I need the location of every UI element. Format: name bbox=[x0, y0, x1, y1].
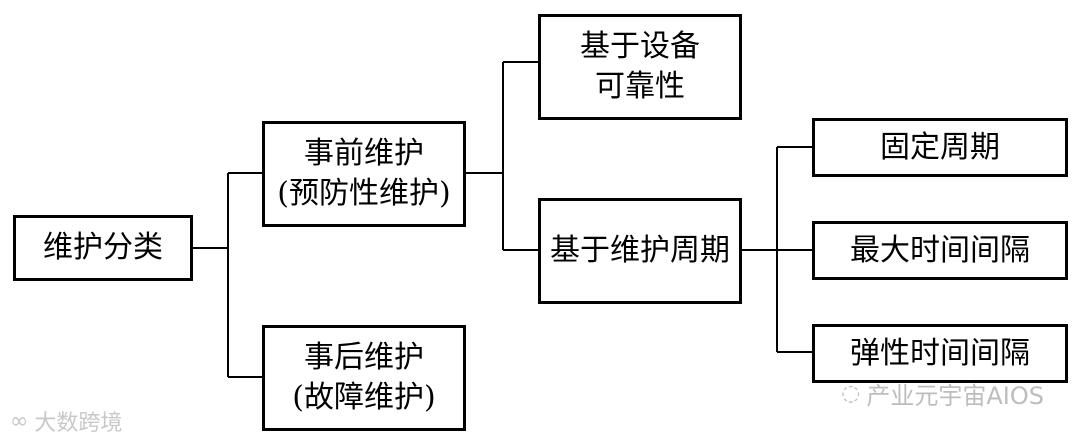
logo-icon: ∞ bbox=[10, 408, 29, 434]
node-fixed-period: 固定周期 bbox=[812, 118, 1068, 177]
watermark-left-text: 大数跨境 bbox=[34, 411, 123, 436]
node-label: 维护分类 bbox=[43, 230, 163, 265]
node-period-based: 基于维护周期 bbox=[538, 198, 742, 304]
node-label: 基于维护周期 bbox=[550, 233, 730, 268]
node-label: 固定周期 bbox=[880, 129, 1000, 165]
watermark-right: ◌ 产业元宇宙AIOS bbox=[841, 376, 1044, 411]
node-label-line1: 基于设备 bbox=[580, 29, 700, 64]
node-label-line2: (预防性维护) bbox=[277, 176, 451, 211]
wechat-icon: ◌ bbox=[841, 381, 861, 406]
node-max-interval: 最大时间间隔 bbox=[812, 221, 1068, 280]
node-maintenance-classification: 维护分类 bbox=[13, 215, 193, 281]
node-preventive-maintenance: 事前维护 (预防性维护) bbox=[262, 121, 466, 227]
watermark-left: ∞ 大数跨境 bbox=[10, 405, 122, 437]
node-label: 弹性时间间隔 bbox=[850, 335, 1030, 371]
node-label-line1: 事前维护 bbox=[304, 136, 424, 171]
node-label: 最大时间间隔 bbox=[850, 232, 1030, 268]
node-label-line2: (故障维护) bbox=[292, 380, 436, 415]
node-reliability-based: 基于设备 可靠性 bbox=[538, 14, 742, 120]
node-label-line1: 事后维护 bbox=[304, 340, 424, 375]
watermark-right-text: 产业元宇宙AIOS bbox=[866, 382, 1044, 410]
node-label-line2: 可靠性 bbox=[595, 69, 685, 104]
node-corrective-maintenance: 事后维护 (故障维护) bbox=[262, 325, 466, 431]
node-elastic-interval: 弹性时间间隔 bbox=[812, 324, 1068, 383]
